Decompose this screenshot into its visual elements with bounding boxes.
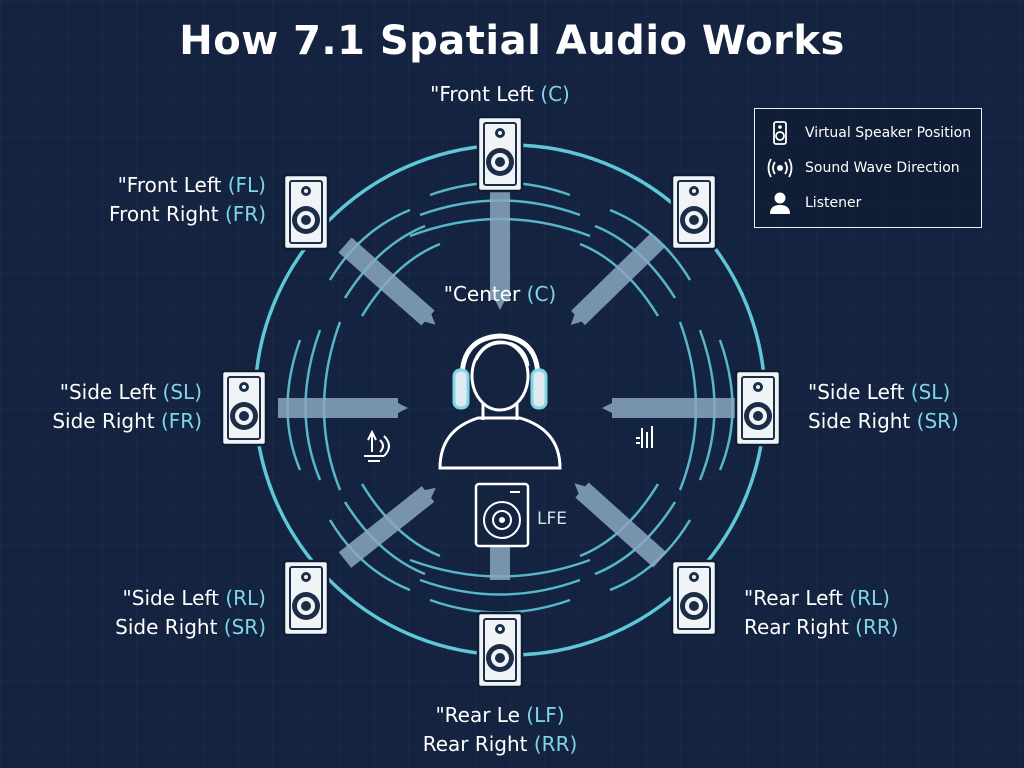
speaker-icon (670, 559, 718, 637)
speaker-icon (282, 173, 330, 251)
label-rear-right: "Rear Left (RL) Rear Right (RR) (744, 586, 899, 639)
sound-wave-icon (767, 158, 793, 178)
legend-item-sound-wave: Sound Wave Direction (767, 154, 960, 182)
small-signal-icon (636, 426, 653, 448)
speaker-icon (734, 369, 782, 447)
listener-icon (770, 192, 790, 214)
lfe-label: LFE (537, 509, 567, 529)
legend: Virtual Speaker Position Sound Wave Dire… (754, 108, 982, 228)
label-center: "Center (C) (443, 282, 557, 306)
label-rear-left: "Side Left (RL) Side Right (SR) (115, 586, 266, 639)
label-side-left: "Side Left (SL) Side Right (FR) (52, 380, 202, 433)
speaker-icon (476, 611, 524, 689)
speaker-icon (282, 559, 330, 637)
small-wave-icon (364, 429, 390, 462)
page-title: How 7.1 Spatial Audio Works (179, 18, 845, 64)
speaker-icon (670, 173, 718, 251)
label-top: "Front Left (C) (430, 82, 570, 106)
legend-item-speaker: Virtual Speaker Position (767, 119, 971, 147)
legend-item-listener: Listener (767, 189, 861, 217)
label-bottom: "Rear Le (LF) Rear Right (RR) (422, 703, 578, 756)
label-front-left: "Front Left (FL) Front Right (FR) (109, 173, 266, 226)
speaker-icon (773, 121, 787, 145)
listener-icon (438, 333, 562, 470)
label-side-right: "Side Left (SL) Side Right (SR) (808, 380, 959, 433)
direction-arrows (278, 190, 738, 580)
speaker-icon (476, 115, 524, 193)
speaker-icon (220, 369, 268, 447)
subwoofer-icon (474, 482, 530, 548)
